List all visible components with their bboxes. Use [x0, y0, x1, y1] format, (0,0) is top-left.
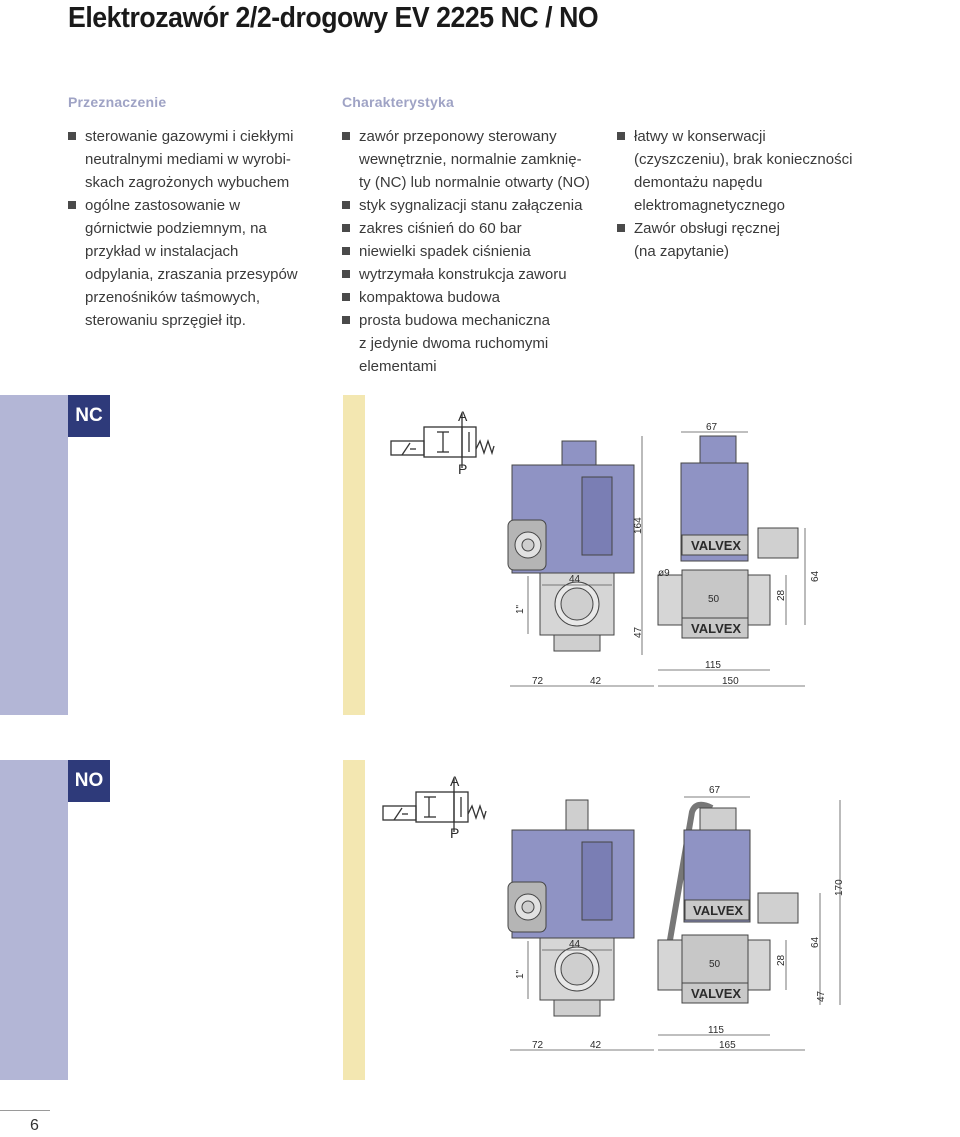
list-item: styk sygnalizacji stanu załączenia — [342, 194, 612, 217]
no-dim-47: 47 — [816, 990, 827, 1002]
nc-brand-label-top: VALVEX — [691, 538, 741, 553]
nc-front-view — [657, 435, 799, 639]
page-number: 6 — [30, 1117, 39, 1134]
no-side-view — [507, 799, 635, 1017]
nc-dim-50: 50 — [708, 594, 720, 605]
nc-dim-44: 44 — [569, 574, 581, 585]
section-heading-charakterystyka: Charakterystyka — [342, 94, 454, 110]
nc-dim-67: 67 — [706, 422, 718, 433]
no-dim-64: 64 — [810, 936, 821, 948]
nc-side-view — [507, 440, 635, 652]
nc-valve-symbol — [390, 413, 495, 468]
nc-dim-115: 115 — [705, 660, 721, 671]
no-badge: NO — [68, 760, 110, 802]
page-title: Elektrozawór 2/2-drogowy EV 2225 NC / NO — [68, 2, 599, 34]
charakterystyka-list-continued: łatwy w konserwacji(czyszczeniu), brak k… — [617, 125, 907, 263]
no-dim-42: 42 — [590, 1040, 602, 1051]
no-brand-label-top: VALVEX — [693, 903, 743, 918]
nc-dim-28: 28 — [776, 589, 787, 601]
list-item: kompaktowa budowa — [342, 286, 612, 309]
no-port-p: P — [450, 825, 459, 841]
no-dim-170: 170 — [834, 879, 845, 896]
no-dim-44: 44 — [569, 939, 581, 950]
nc-dim-47: 47 — [633, 626, 644, 638]
nc-port-p: P — [458, 461, 467, 477]
no-dim-165: 165 — [719, 1040, 736, 1051]
no-front-view — [657, 801, 799, 1004]
no-side-band — [0, 760, 68, 1080]
list-item: wytrzymała konstrukcja zaworu — [342, 263, 612, 286]
list-item: Zawór obsługi ręcznej(na zapytanie) — [617, 217, 907, 263]
no-dim-28: 28 — [776, 954, 787, 966]
nc-dim-64: 64 — [810, 570, 821, 582]
no-dim-1in: 1" — [515, 969, 526, 979]
no-middle-band — [343, 760, 365, 1080]
nc-dim-164: 164 — [633, 517, 644, 534]
list-item: łatwy w konserwacji(czyszczeniu), brak k… — [617, 125, 907, 217]
no-dimension-lines — [510, 796, 841, 1051]
nc-dimension-lines — [510, 431, 806, 687]
nc-dim-150: 150 — [722, 676, 739, 687]
no-dim-115: 115 — [708, 1025, 724, 1036]
page-number-rule — [0, 1110, 50, 1111]
no-dim-50: 50 — [709, 959, 721, 970]
list-item: niewielki spadek ciśnienia — [342, 240, 612, 263]
no-dim-67: 67 — [709, 785, 721, 796]
nc-port-a: A — [458, 408, 468, 424]
nc-dim-d9: ø9 — [658, 568, 670, 579]
nc-side-band — [0, 395, 68, 715]
nc-dim-1in: 1" — [515, 604, 526, 614]
nc-brand-label-bottom: VALVEX — [691, 621, 741, 636]
no-brand-label-bottom: VALVEX — [691, 986, 741, 1001]
nc-dim-42: 42 — [590, 676, 602, 687]
nc-middle-band — [343, 395, 365, 715]
no-dim-72: 72 — [532, 1040, 544, 1051]
no-port-a: A — [450, 773, 460, 789]
list-item: zakres ciśnień do 60 bar — [342, 217, 612, 240]
section-heading-przeznaczenie: Przeznaczenie — [68, 94, 167, 110]
nc-badge: NC — [68, 395, 110, 437]
no-valve-symbol — [382, 778, 487, 832]
nc-dim-72: 72 — [532, 676, 544, 687]
